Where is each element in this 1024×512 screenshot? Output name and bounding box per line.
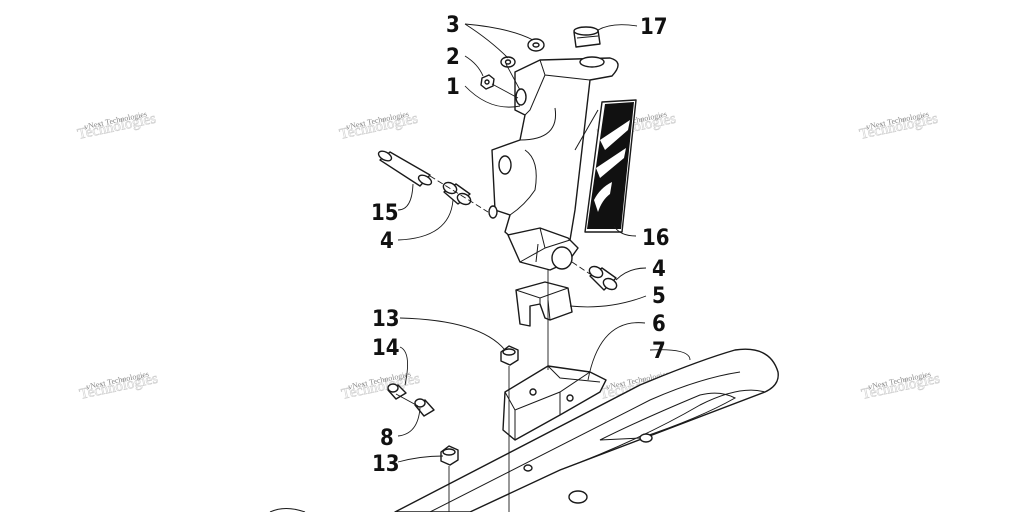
spacer-part-14: [387, 383, 407, 400]
leader-lines: [397, 23, 691, 463]
callout-3: 3: [446, 13, 460, 38]
washer-part-3: [527, 38, 545, 52]
ski-part-7: [269, 348, 779, 512]
callout-13-upper: 13: [372, 307, 400, 332]
pin-part-15: [377, 150, 433, 187]
bushing-part-4-left: [442, 181, 472, 206]
callout-2: 2: [446, 45, 460, 70]
watermark-top-center-left: Technologies vNext Technologies: [338, 109, 420, 143]
callout-17: 17: [640, 15, 668, 40]
bushing-part-4-right: [588, 265, 618, 291]
watermark-bottom-left: Technologies vNext Technologies: [78, 369, 160, 403]
watermark-top-right: Technologies vNext Technologies: [858, 109, 940, 143]
wear-block-part-5: [515, 281, 573, 327]
watermark-bottom-center-left: Technologies vNext Technologies: [340, 369, 422, 403]
nut-part-2: [480, 74, 495, 90]
callout-7: 7: [652, 339, 666, 364]
bushing-part-8: [414, 398, 435, 417]
callout-6: 6: [652, 312, 666, 337]
callout-1: 1: [446, 75, 460, 100]
watermark-top-left: Technologies vNext Technologies: [76, 109, 158, 143]
callout-4-left: 4: [380, 229, 394, 254]
callout-15: 15: [371, 201, 399, 226]
assembly-centerlines: [395, 63, 599, 512]
callouts: 3 2 1 17 15 4 16 4 5 6 13 7 14 8 13: [371, 13, 670, 477]
callout-16: 16: [642, 226, 670, 251]
saddle-part-6: [502, 365, 607, 441]
plug-part-17: [573, 26, 601, 48]
watermark-bottom-right: Technologies vNext Technologies: [860, 369, 942, 403]
spindle-part-1: [488, 56, 619, 271]
lock-nut-part-13-lower: [440, 445, 459, 466]
callout-14: 14: [372, 336, 400, 361]
lock-nut-part-13-upper: [500, 345, 519, 366]
callout-8: 8: [380, 426, 394, 451]
decal-part-16: [584, 99, 637, 233]
callout-5: 5: [652, 284, 666, 309]
callout-4-right: 4: [652, 257, 666, 282]
washer-part-3b: [500, 56, 516, 68]
callout-13-lower: 13: [372, 452, 400, 477]
